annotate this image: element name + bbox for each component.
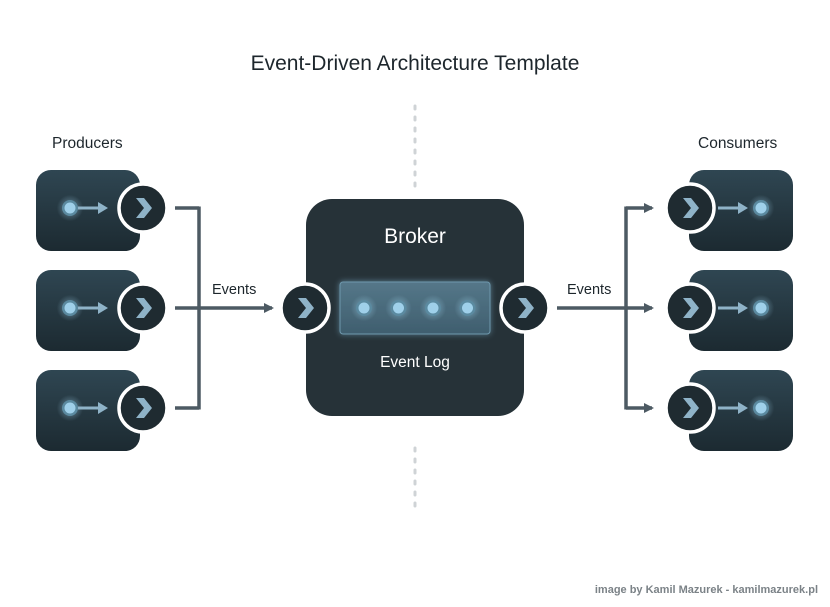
consumer-input-port-2 [664, 282, 716, 334]
producer-output-port-3 [117, 382, 169, 434]
arrow-right-icon [738, 202, 748, 214]
event-dot-icon [56, 194, 84, 222]
event-log-items [350, 294, 481, 322]
producer-node-3 [36, 370, 169, 451]
chevron-right-icon [683, 298, 699, 318]
chevron-right-icon [136, 298, 152, 318]
arrow-right-icon [738, 402, 748, 414]
arrow-right-icon [98, 202, 108, 214]
event-log-item-3 [419, 294, 447, 322]
producer-node-2 [36, 270, 169, 351]
consumer-connectors [557, 203, 654, 413]
chevron-right-icon [136, 398, 152, 418]
arrow-right-icon [98, 402, 108, 414]
consumer-input-port-3 [664, 382, 716, 434]
consumer-input-port-1 [664, 182, 716, 234]
event-dot-icon [747, 194, 775, 222]
consumer-node-3 [664, 370, 793, 451]
producers-label: Producers [52, 135, 123, 152]
event-log-bar [339, 281, 491, 335]
event-dot-icon [56, 294, 84, 322]
arrow-right-icon [98, 302, 108, 314]
diagram-title: Event-Driven Architecture Template [250, 52, 580, 75]
event-log-item-4 [454, 294, 481, 322]
consumers-label: Consumers [698, 135, 778, 152]
chevron-right-icon [298, 298, 314, 318]
event-dot-icon [747, 394, 775, 422]
broker-output-port [499, 282, 551, 334]
event-log-label: Event Log [380, 354, 450, 371]
event-log-item-1 [350, 294, 378, 322]
broker-title: Broker [384, 225, 446, 248]
events-out-label: Events [567, 282, 612, 298]
producer-connectors [175, 206, 274, 410]
producer-output-port-2 [117, 282, 169, 334]
chevron-right-icon [683, 198, 699, 218]
consumer-node-1 [664, 170, 793, 251]
chevron-right-icon [518, 298, 534, 318]
events-in-label: Events [212, 282, 257, 298]
chevron-right-icon [683, 398, 699, 418]
chevron-right-icon [136, 198, 152, 218]
event-log-item-2 [385, 294, 412, 322]
broker-input-port [279, 282, 331, 334]
event-dot-icon [747, 294, 775, 322]
producer-node-1 [36, 170, 169, 251]
image-credit: image by Kamil Mazurek - kamilmazurek.pl [594, 584, 818, 596]
producer-output-port-1 [117, 182, 169, 234]
arrow-right-icon [738, 302, 748, 314]
consumer-node-2 [664, 270, 793, 351]
event-dot-icon [56, 394, 84, 422]
